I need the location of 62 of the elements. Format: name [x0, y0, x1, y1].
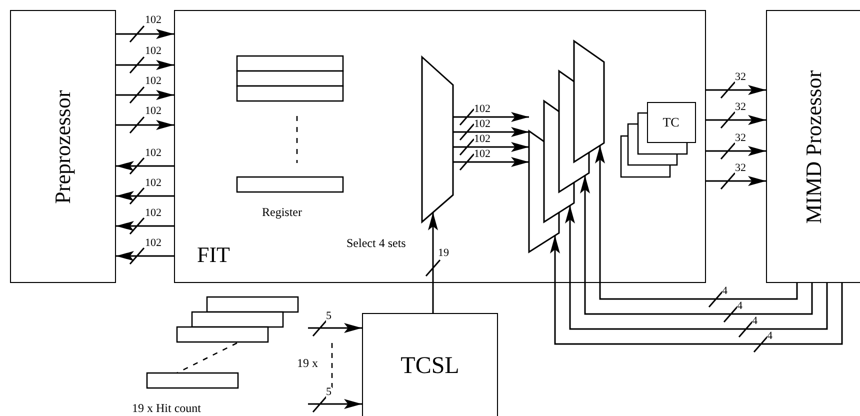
block	[10, 10, 116, 283]
block	[766, 10, 860, 283]
bus-arrow	[452, 153, 530, 171]
block	[646, 102, 696, 142]
bus-arrow	[452, 123, 530, 141]
edge-label: 102	[474, 134, 490, 145]
edge-label: 102	[145, 46, 162, 57]
bus-arrow	[115, 187, 175, 205]
bus-arrow	[307, 395, 363, 413]
bus-arrow	[115, 116, 175, 134]
edge-label: 102	[145, 178, 162, 189]
bus-arrow	[115, 247, 175, 265]
bus-arrow	[705, 142, 767, 160]
bus-arrow	[115, 217, 175, 235]
bus-arrow	[550, 234, 843, 353]
trapezoid-shape	[572, 39, 604, 163]
edge-label: 5	[326, 311, 332, 322]
block-label: TCSL	[400, 354, 460, 378]
label-text: Register	[262, 206, 302, 218]
edge-label: 102	[145, 238, 162, 249]
trapezoid-shape	[420, 54, 454, 224]
bus-arrow	[115, 56, 175, 74]
label-text: 19 x	[297, 357, 318, 369]
edge-label: 102	[145, 148, 162, 159]
bus-arrow	[580, 174, 813, 323]
edge-label: 102	[474, 104, 490, 115]
label-text: 19 x Hit count	[132, 402, 201, 414]
bus-arrow	[307, 319, 363, 337]
edge-label: 102	[145, 208, 162, 219]
bus-arrow	[705, 81, 767, 99]
annotation-text: Select 4 sets	[346, 236, 406, 248]
block-label: Preprozessor	[52, 90, 74, 204]
edge-label: 32	[735, 163, 746, 174]
bus-arrow	[705, 172, 767, 190]
block-label: MIMD Prozessor	[802, 70, 824, 224]
bus-arrow	[425, 212, 441, 314]
bus-arrow	[705, 111, 767, 129]
bus-arrow	[115, 157, 175, 175]
bus-arrow	[452, 108, 530, 126]
edge-label: 102	[145, 76, 162, 87]
edge-label: 32	[735, 133, 746, 144]
edge-label: 4	[737, 301, 742, 312]
edge-label: 32	[735, 72, 746, 83]
block	[362, 313, 498, 416]
edge-label: 102	[145, 106, 162, 117]
edge-label: 4	[722, 286, 728, 297]
edge-label: 4	[767, 331, 772, 342]
edge-label: 102	[474, 149, 490, 160]
edge-label: 19	[438, 248, 449, 259]
edge-label: 102	[474, 119, 490, 130]
bus-arrow	[115, 25, 175, 43]
edge-label: 4	[752, 316, 758, 327]
module-frame	[174, 10, 706, 283]
bus-arrow	[452, 138, 530, 156]
edge-label: 5	[326, 387, 332, 398]
bus-arrow	[565, 204, 828, 338]
block-label: TC	[662, 116, 680, 128]
edge-label: 102	[145, 15, 162, 26]
bus-arrow	[115, 86, 175, 104]
bus-arrow	[595, 144, 798, 308]
edge-label: 32	[735, 102, 746, 113]
block-label: FIT	[197, 244, 230, 266]
